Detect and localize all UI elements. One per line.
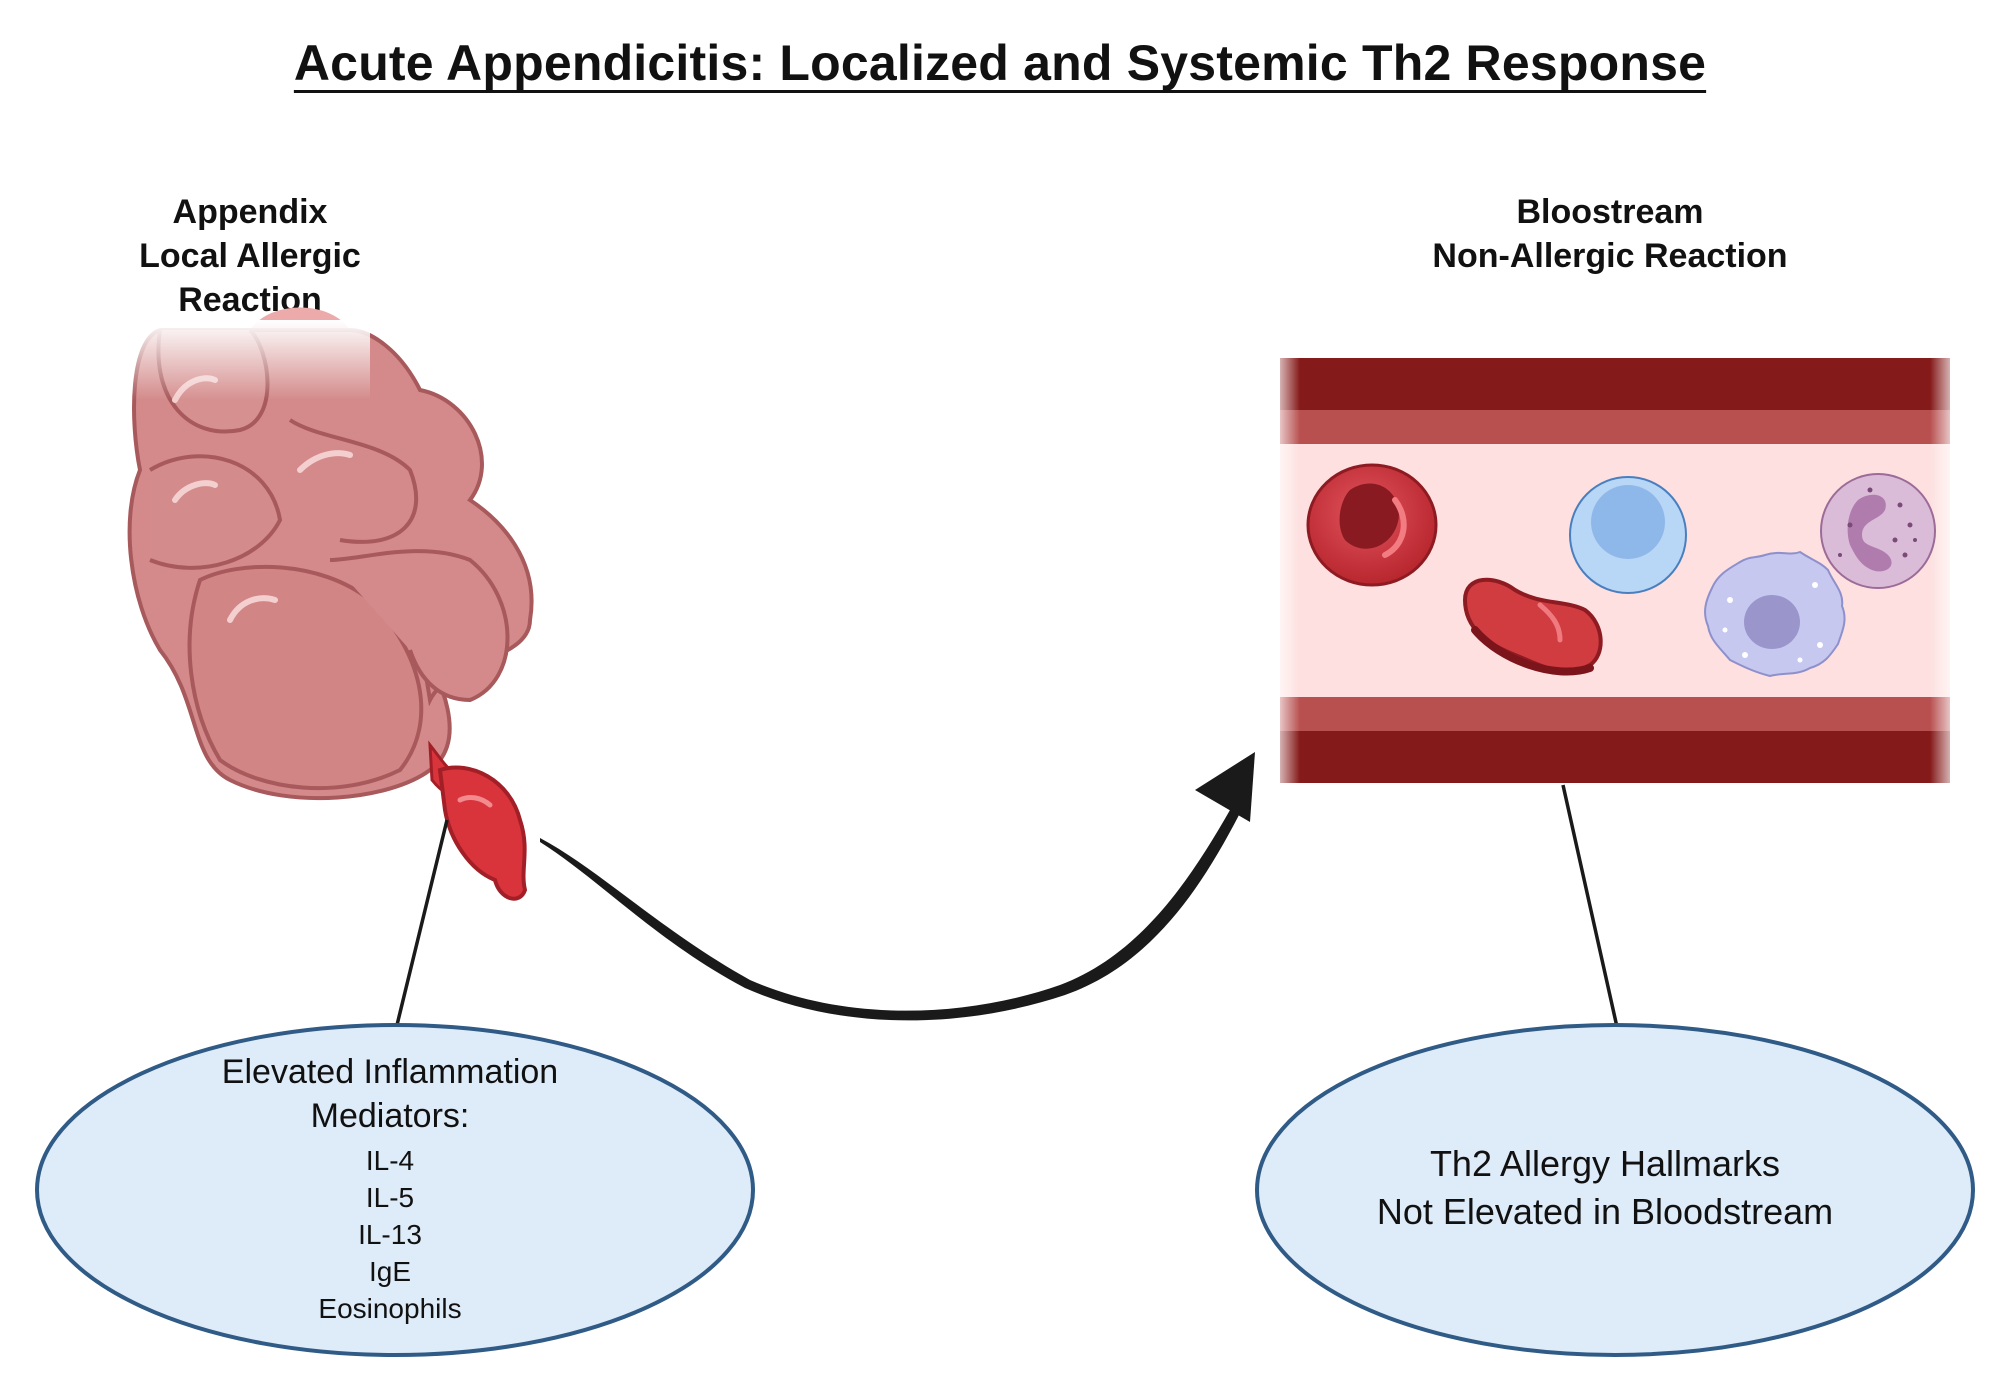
hallmarks-line: Th2 Allergy Hallmarks bbox=[1429, 1143, 1781, 1184]
mediator-item: IL-4 bbox=[365, 1145, 415, 1176]
mediator-item: Eosinophils bbox=[318, 1293, 462, 1324]
mediator-item: IgE bbox=[368, 1256, 412, 1287]
mediator-item: IL-5 bbox=[365, 1182, 415, 1213]
red-blood-cell-icon bbox=[1462, 577, 1603, 676]
hallmarks-line: Not Elevated in Bloodstream bbox=[1376, 1191, 1834, 1232]
bloodstream-connector-line bbox=[1561, 784, 1619, 1028]
hallmarks-ellipse bbox=[1255, 1023, 1975, 1357]
mediators-ellipse bbox=[35, 1023, 755, 1357]
eosinophil-icon bbox=[1704, 550, 1846, 678]
page-title: Acute Appendicitis: Localized and System… bbox=[293, 35, 1707, 91]
appendix-connector-line bbox=[395, 819, 449, 1026]
bloodstream-label-line: Bloostream bbox=[1516, 193, 1704, 231]
flow-arrow bbox=[540, 752, 1255, 1021]
bloodstream-label-line: Non-Allergic Reaction bbox=[1432, 237, 1788, 275]
lymphocyte-icon bbox=[1569, 476, 1687, 594]
red-blood-cell-icon bbox=[1306, 463, 1438, 587]
mediator-item: IL-13 bbox=[358, 1219, 422, 1250]
mediators-text: Elevated Inflammation Mediators: IL-4 IL… bbox=[60, 1050, 720, 1327]
colon-appendix-illustration bbox=[120, 307, 534, 901]
hallmarks-text: Th2 Allergy Hallmarks Not Elevated in Bl… bbox=[1260, 1140, 1950, 1236]
mediators-heading-line: Elevated Inflammation bbox=[221, 1053, 559, 1091]
appendix-label: Appendix Local Allergic Reaction bbox=[90, 190, 410, 322]
appendix-label-line: Appendix bbox=[172, 193, 328, 231]
basophil-icon bbox=[1820, 473, 1936, 589]
mediators-heading-line: Mediators: bbox=[310, 1097, 470, 1135]
bloodstream-label: Bloostream Non-Allergic Reaction bbox=[1360, 190, 1860, 278]
mediators-list: IL-4 IL-5 IL-13 IgE Eosinophils bbox=[60, 1142, 720, 1327]
mediators-heading: Elevated Inflammation Mediators: bbox=[60, 1050, 720, 1138]
appendix-label-line: Local Allergic bbox=[139, 237, 361, 275]
